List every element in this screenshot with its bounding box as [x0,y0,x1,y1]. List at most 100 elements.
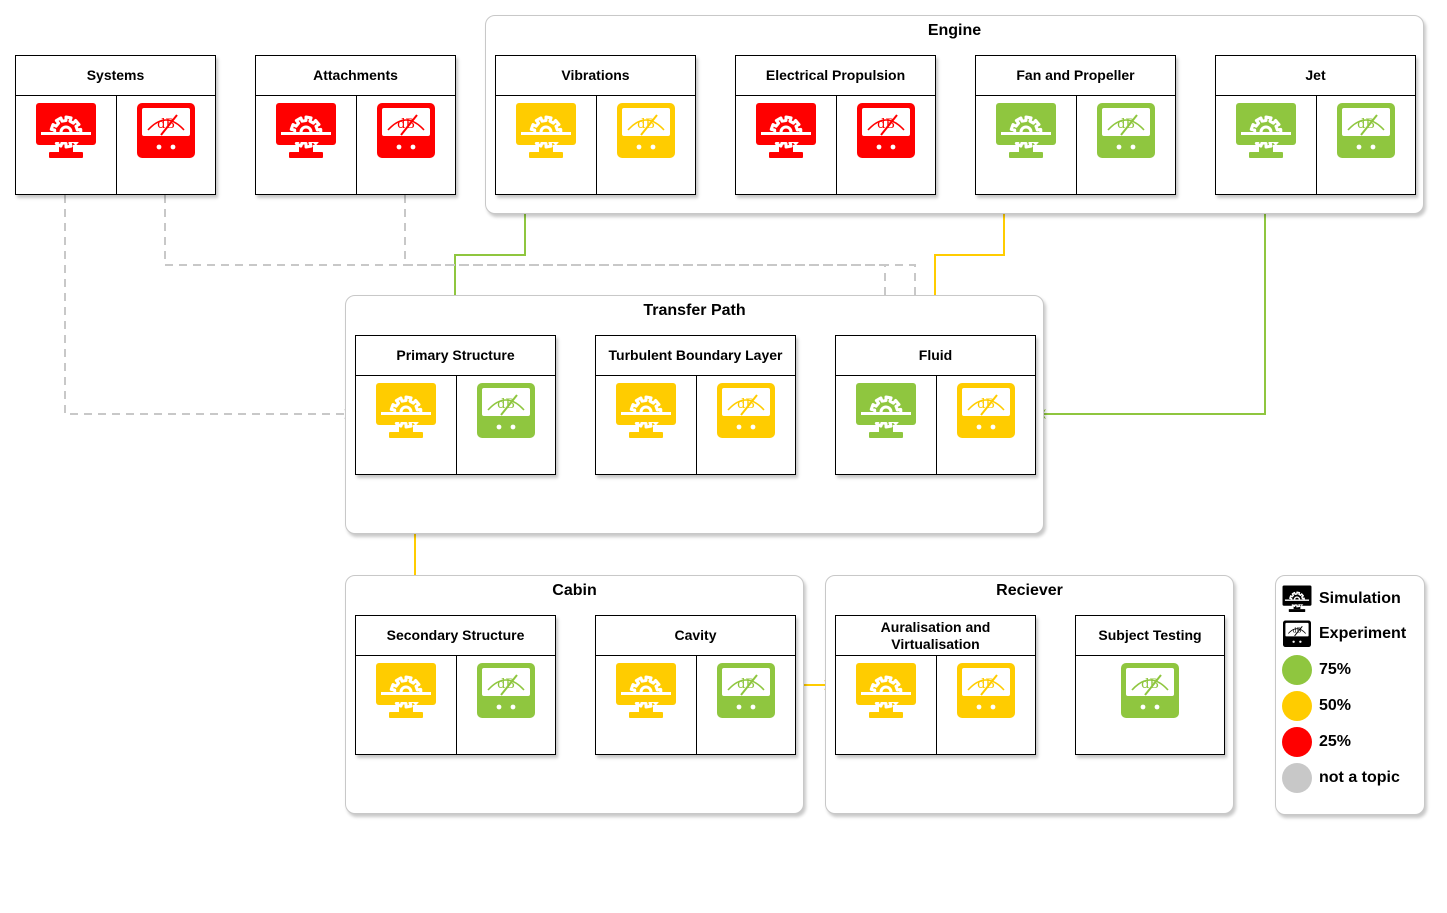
svg-text:dB: dB [1357,117,1375,132]
svg-text:dB: dB [977,677,995,692]
experiment-icon: dB [1283,620,1311,648]
simulation-cell [496,96,597,195]
simulation-icon [856,663,916,718]
simulation-cell [356,656,457,755]
node-title: Vibrations [496,56,695,96]
svg-text:dB: dB [1117,117,1135,132]
simulation-icon [996,103,1056,158]
experiment-cell: dB [116,96,216,195]
legend-item-experiment: dB Experiment [1282,619,1406,649]
node-secondary-structure[interactable]: Secondary Structure dB [355,615,556,755]
node-title: Secondary Structure [356,616,555,656]
svg-text:dB: dB [497,397,515,412]
svg-text:dB: dB [1293,628,1302,635]
legend-label: Experiment [1319,625,1407,642]
simulation-cell [976,96,1077,195]
group-title: Transfer Path [643,302,746,319]
node-jet[interactable]: Jet dB [1215,55,1416,195]
green-dot-icon [1282,655,1312,685]
simulation-icon [1282,585,1312,613]
red-dot-icon [1282,727,1312,757]
node-electrical-propulsion[interactable]: Electrical Propulsion dB [735,55,936,195]
group-title: Reciever [996,582,1063,599]
simulation-icon [756,103,816,158]
experiment-cell: dB [696,376,796,475]
experiment-icon: dB [717,383,775,438]
legend-label: 75% [1319,661,1352,678]
experiment-cell: dB [936,376,1036,475]
svg-text:dB: dB [397,117,415,132]
simulation-icon [616,663,676,718]
node-turbulent-boundary-layer[interactable]: Turbulent Boundary Layer dB [595,335,796,475]
simulation-cell [836,656,937,755]
experiment-cell: dB [1316,96,1416,195]
svg-text:dB: dB [737,677,755,692]
connector-systems-to-primary-structure [64,195,354,419]
experiment-icon: dB [1097,103,1155,158]
legend: Simulation dB Experiment 75% 50% 25% not… [1275,575,1425,815]
experiment-icon: dB [1337,103,1395,158]
connector-systems-to-fluid [164,195,890,334]
node-subject-testing[interactable]: Subject Testing dB [1075,615,1225,755]
node-auralisation-and-virtualisation[interactable]: Auralisation and Virtualisation dB [835,615,1036,755]
legend-item-low: 25% [1282,727,1351,757]
connector-jet-to-fluid [1036,195,1266,419]
experiment-icon: dB [957,663,1015,718]
simulation-icon [276,103,336,158]
node-vibrations[interactable]: Vibrations dB [495,55,696,195]
node-cavity[interactable]: Cavity dB [595,615,796,755]
svg-text:dB: dB [877,117,895,132]
experiment-cell: dB [356,96,456,195]
experiment-icon: dB [717,663,775,718]
node-title: Auralisation and Virtualisation [836,616,1035,656]
node-title: Fan and Propeller [976,56,1175,96]
connector-attachments-to-fluid [404,195,920,334]
node-title: Systems [16,56,215,96]
legend-label: not a topic [1319,769,1400,786]
node-title: Electrical Propulsion [736,56,935,96]
svg-text:dB: dB [637,117,655,132]
node-title: Primary Structure [356,336,555,376]
legend-label: 25% [1319,733,1352,750]
experiment-icon: dB [477,663,535,718]
legend-label: Simulation [1319,590,1401,607]
simulation-cell [1216,96,1317,195]
simulation-icon [516,103,576,158]
experiment-icon: dB [1121,663,1179,718]
simulation-icon [376,383,436,438]
experiment-icon: dB [377,103,435,158]
simulation-cell [16,96,117,195]
node-title: Subject Testing [1076,616,1224,656]
experiment-cell: dB [936,656,1036,755]
node-title: Turbulent Boundary Layer [596,336,795,376]
svg-text:dB: dB [157,117,175,132]
group-title: Cabin [552,582,597,599]
node-fluid[interactable]: Fluid dB [835,335,1036,475]
simulation-cell [736,96,837,195]
node-fan-and-propeller[interactable]: Fan and Propeller dB [975,55,1176,195]
svg-text:dB: dB [737,397,755,412]
simulation-cell [596,656,697,755]
simulation-icon [1236,103,1296,158]
experiment-icon: dB [857,103,915,158]
node-primary-structure[interactable]: Primary Structure dB [355,335,556,475]
simulation-cell [596,376,697,475]
experiment-icon: dB [137,103,195,158]
simulation-icon [616,383,676,438]
node-attachments[interactable]: Attachments dB [255,55,456,195]
experiment-icon: dB [957,383,1015,438]
node-title: Jet [1216,56,1415,96]
connector-vibrations-to-primary-structure [450,195,526,334]
svg-text:dB: dB [497,677,515,692]
experiment-cell: dB [456,656,556,755]
node-systems[interactable]: Systems dB [15,55,216,195]
experiment-cell: dB [1076,656,1224,755]
simulation-icon [376,663,436,718]
node-title: Cavity [596,616,795,656]
legend-label: 50% [1319,697,1352,714]
experiment-cell: dB [836,96,936,195]
experiment-icon: dB [617,103,675,158]
experiment-cell: dB [1076,96,1176,195]
node-title: Attachments [256,56,455,96]
simulation-icon [36,103,96,158]
